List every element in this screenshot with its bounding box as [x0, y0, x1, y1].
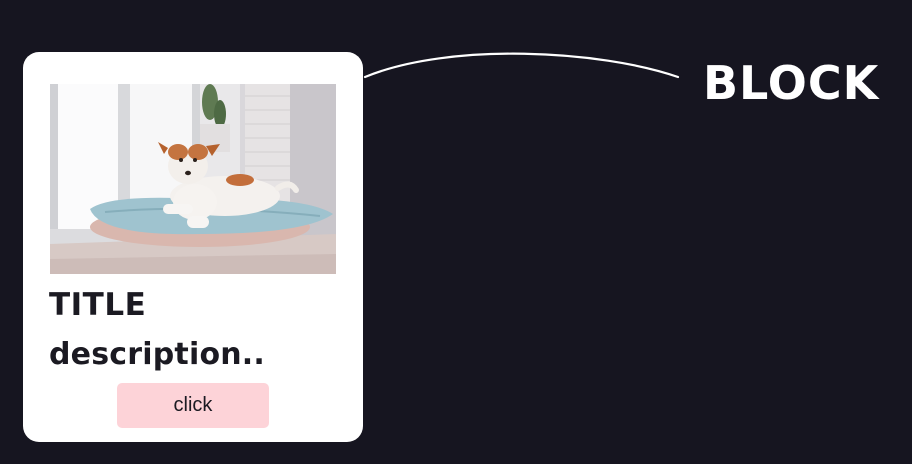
card-description: description..	[49, 337, 265, 372]
dog-photo	[50, 84, 336, 274]
click-button[interactable]: click	[117, 383, 269, 428]
card-title: TITLE	[49, 287, 147, 323]
card-block: TITLE description.. click	[23, 52, 363, 442]
block-label: BLOCK	[703, 56, 880, 110]
card-image	[50, 84, 336, 274]
